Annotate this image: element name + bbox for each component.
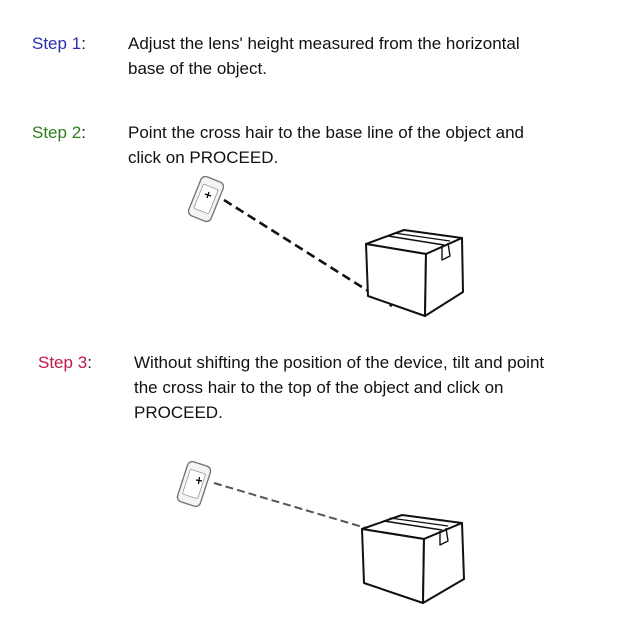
step-3-line-1: Without shifting the position of the dev… xyxy=(134,353,545,372)
step-3-line-2: the cross hair to the top of the object … xyxy=(134,378,504,397)
step-1-label-number: 1 xyxy=(71,34,82,53)
step-2-label-word: Step xyxy=(32,123,67,142)
step-3-text: Without shifting the position of the dev… xyxy=(134,350,634,425)
step-3-label: Step 3: xyxy=(38,350,92,375)
step-3-colon: : xyxy=(87,353,92,372)
step-3-label-number: 3 xyxy=(77,353,88,372)
step-2-illustration xyxy=(187,175,464,317)
step-1-colon: : xyxy=(81,34,86,53)
step-2-label: Step 2: xyxy=(32,120,86,145)
step-2-label-number: 2 xyxy=(71,123,82,142)
step-3-line-3: PROCEED. xyxy=(134,403,223,422)
step-1-label: Step 1: xyxy=(32,31,86,56)
phone-crosshair-icon xyxy=(187,175,225,223)
cardboard-box-icon xyxy=(361,514,465,604)
sight-line-dashed xyxy=(223,198,393,308)
step-3-label-word: Step xyxy=(38,353,73,372)
step-2-text: Point the cross hair to the base line of… xyxy=(128,120,628,170)
cardboard-box-icon xyxy=(365,229,464,317)
step-2-line-2: click on PROCEED. xyxy=(128,148,279,167)
step-1-text: Adjust the lens' height measured from th… xyxy=(128,31,628,81)
step-2-line-1: Point the cross hair to the base line of… xyxy=(128,123,524,142)
sight-line-dashed xyxy=(213,482,367,529)
phone-crosshair-icon xyxy=(176,460,212,508)
step-1-label-word: Step xyxy=(32,34,67,53)
step-3-illustration xyxy=(176,460,465,604)
step-1-line-1: Adjust the lens' height measured from th… xyxy=(128,34,520,53)
step-2-colon: : xyxy=(81,123,86,142)
step-1-line-2: base of the object. xyxy=(128,59,267,78)
